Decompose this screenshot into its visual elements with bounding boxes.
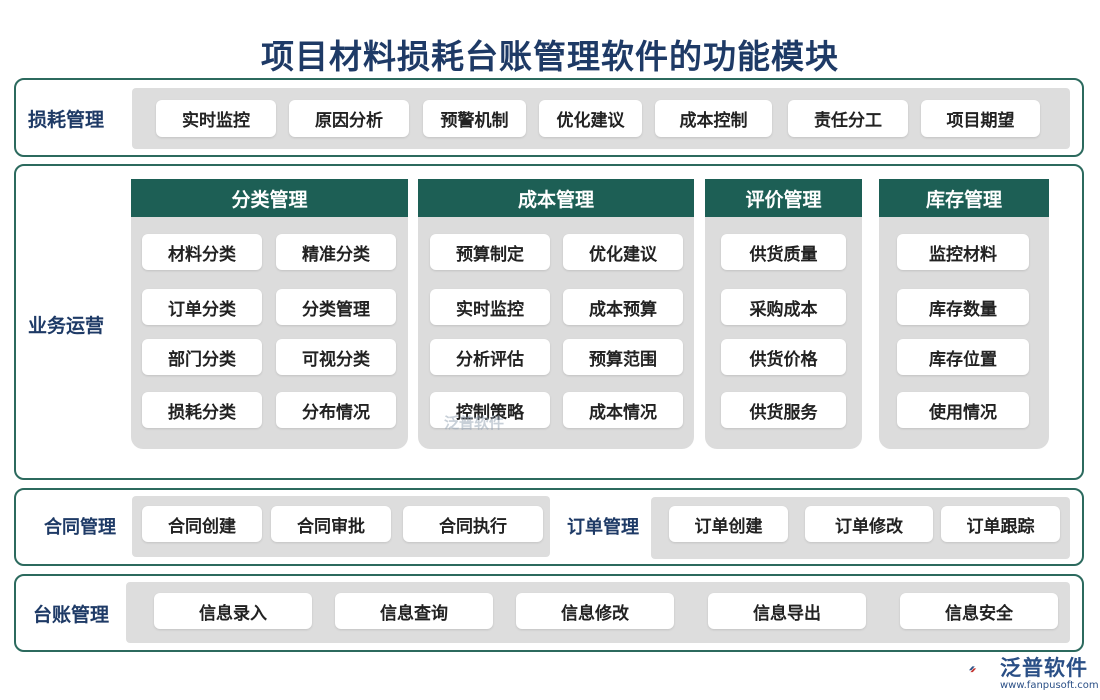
evaluation-item[interactable]: 采购成本 [721, 289, 846, 325]
loss-item-realtime-monitor[interactable]: 实时监控 [156, 100, 276, 137]
contract-item-create[interactable]: 合同创建 [142, 506, 262, 542]
classification-item[interactable]: 材料分类 [142, 234, 262, 270]
page-title: 项目材料损耗台账管理软件的功能模块 [261, 37, 839, 76]
cost-item[interactable]: 分析评估 [430, 339, 550, 375]
contract-item-approve[interactable]: 合同审批 [271, 506, 391, 542]
cost-item[interactable]: 优化建议 [563, 234, 683, 270]
brand-url: www.fanpusoft.com [1000, 680, 1099, 691]
ledger-item-security[interactable]: 信息安全 [900, 593, 1058, 629]
loss-management-label: 损耗管理 [28, 109, 105, 131]
contract-item-execute[interactable]: 合同执行 [403, 506, 543, 542]
loss-item-expectation[interactable]: 项目期望 [921, 100, 1040, 137]
inventory-item[interactable]: 监控材料 [897, 234, 1029, 270]
contract-management-label: 合同管理 [44, 517, 116, 538]
ledger-item-modify[interactable]: 信息修改 [516, 593, 674, 629]
loss-item-warning[interactable]: 预警机制 [423, 100, 526, 137]
group-evaluation-title: 评价管理 [705, 179, 862, 217]
classification-item[interactable]: 分布情况 [276, 392, 396, 428]
evaluation-item[interactable]: 供货质量 [721, 234, 846, 270]
classification-item[interactable]: 可视分类 [276, 339, 396, 375]
evaluation-item[interactable]: 供货服务 [721, 392, 846, 428]
inventory-item[interactable]: 库存数量 [897, 289, 1029, 325]
classification-item[interactable]: 损耗分类 [142, 392, 262, 428]
ledger-item-query[interactable]: 信息查询 [335, 593, 493, 629]
order-item-modify[interactable]: 订单修改 [805, 506, 933, 542]
inventory-item[interactable]: 库存位置 [897, 339, 1029, 375]
group-classification-title: 分类管理 [131, 179, 408, 217]
cost-item[interactable]: 预算范围 [563, 339, 683, 375]
loss-item-optimization[interactable]: 优化建议 [539, 100, 642, 137]
brand-logo-icon [968, 666, 977, 673]
classification-item[interactable]: 订单分类 [142, 289, 262, 325]
loss-item-cause-analysis[interactable]: 原因分析 [289, 100, 409, 137]
ledger-item-entry[interactable]: 信息录入 [154, 593, 312, 629]
cost-item[interactable]: 预算制定 [430, 234, 550, 270]
order-item-create[interactable]: 订单创建 [669, 506, 788, 542]
watermark-logo: 泛普软件 [444, 414, 505, 432]
order-management-label: 订单管理 [567, 517, 639, 538]
ledger-management-label: 台账管理 [33, 604, 110, 626]
loss-item-cost-control[interactable]: 成本控制 [655, 100, 772, 137]
classification-item[interactable]: 精准分类 [276, 234, 396, 270]
cost-item[interactable]: 成本情况 [563, 392, 683, 428]
group-cost-title: 成本管理 [418, 179, 694, 217]
evaluation-item[interactable]: 供货价格 [721, 339, 846, 375]
loss-item-responsibility[interactable]: 责任分工 [788, 100, 908, 137]
classification-item[interactable]: 分类管理 [276, 289, 396, 325]
cost-item[interactable]: 实时监控 [430, 289, 550, 325]
inventory-item[interactable]: 使用情况 [897, 392, 1029, 428]
ledger-item-export[interactable]: 信息导出 [708, 593, 866, 629]
cost-item[interactable]: 控制策略 [430, 392, 550, 428]
order-item-track[interactable]: 订单跟踪 [941, 506, 1060, 542]
group-inventory-title: 库存管理 [879, 179, 1049, 217]
cost-item[interactable]: 成本预算 [563, 289, 683, 325]
classification-item[interactable]: 部门分类 [142, 339, 262, 375]
brand-name: 泛普软件 [1000, 656, 1088, 680]
business-ops-label: 业务运营 [28, 315, 105, 337]
